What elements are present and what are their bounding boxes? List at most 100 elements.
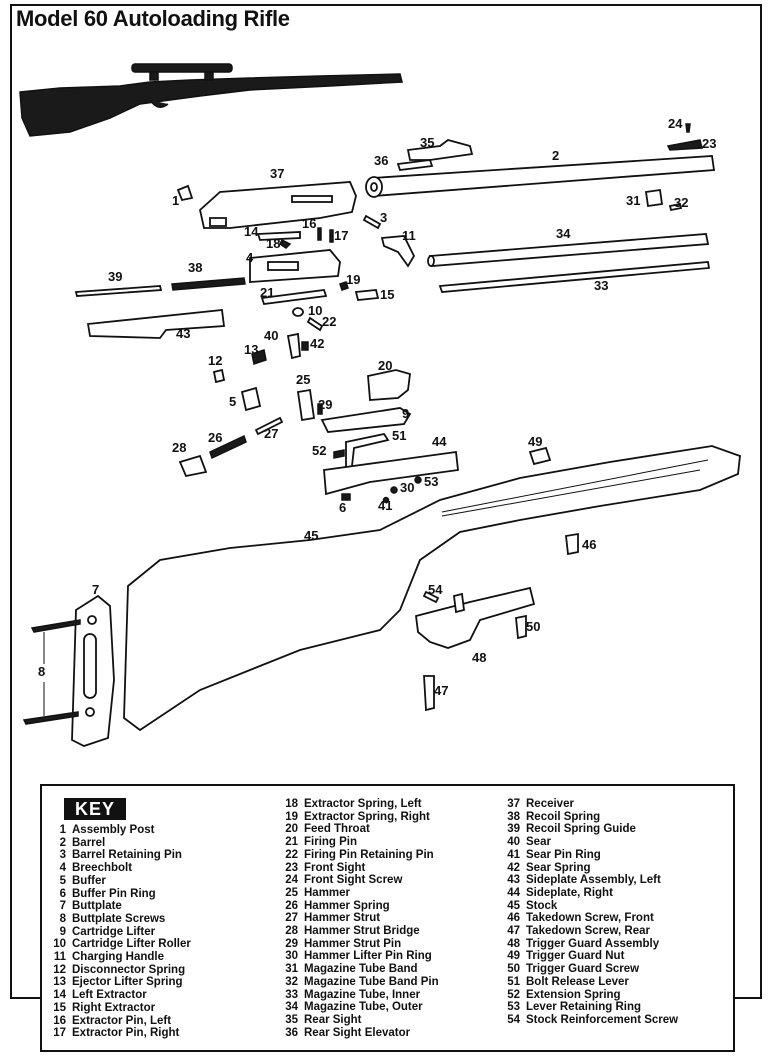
callout-35: 35 xyxy=(420,135,434,150)
part-buffer-pin-ring xyxy=(341,493,351,501)
key-item-number: 13 xyxy=(53,976,66,989)
key-item-number: 45 xyxy=(507,899,520,912)
callout-9: 9 xyxy=(402,406,409,421)
key-item-number: 49 xyxy=(507,950,520,963)
part-disconnector-spring xyxy=(212,368,226,384)
key-item-name: Buffer Pin Ring xyxy=(72,887,156,900)
callout-25: 25 xyxy=(296,372,310,387)
key-item-number: 22 xyxy=(285,848,298,861)
key-item-number: 24 xyxy=(285,874,298,887)
key-item-number: 52 xyxy=(507,988,520,1001)
key-item-number: 11 xyxy=(53,951,66,964)
callout-22: 22 xyxy=(322,314,336,329)
callout-4: 4 xyxy=(246,250,254,265)
callout-2: 2 xyxy=(552,148,559,163)
part-trigger-guard-assembly xyxy=(415,586,536,649)
key-item-number: 39 xyxy=(507,823,520,836)
callout-34: 34 xyxy=(556,226,571,241)
key-item-number: 54 xyxy=(507,1013,520,1026)
callout-29: 29 xyxy=(318,397,332,412)
part-charging-handle xyxy=(380,235,416,268)
key-item-name: Extension Spring xyxy=(526,988,621,1001)
key-item-name: Front Sight Screw xyxy=(304,874,403,887)
key-item-name: Recoil Spring Guide xyxy=(526,823,636,836)
callout-46: 46 xyxy=(582,537,596,552)
rifle-silhouette xyxy=(19,63,403,137)
part-sear-spring xyxy=(301,341,309,351)
callout-23: 23 xyxy=(702,136,716,151)
part-hammer xyxy=(296,388,316,422)
key-item-name: Takedown Screw, Rear xyxy=(526,925,650,938)
part-extractor-spring-left xyxy=(279,238,292,249)
callout-8: 8 xyxy=(38,664,45,679)
page-title: Model 60 Autoloading Rifle xyxy=(16,6,290,31)
key-item-name: Magazine Tube Band xyxy=(304,963,418,976)
part-front-sight xyxy=(666,139,703,151)
callout-13: 13 xyxy=(244,342,258,357)
key-item-name: Buttplate Screws xyxy=(72,912,166,925)
key-item-number: 51 xyxy=(507,975,520,988)
part-sear xyxy=(286,332,301,360)
part-stock xyxy=(123,445,741,732)
key-item-name: Buttplate xyxy=(72,900,122,913)
part-cartridge-lifter xyxy=(320,407,412,433)
callout-38: 38 xyxy=(188,260,202,275)
part-front-sight-screw xyxy=(685,123,691,133)
callout-16: 16 xyxy=(302,216,316,231)
key-item: 35 Rear Sight xyxy=(278,1014,439,1027)
key-item-number: 47 xyxy=(507,925,520,938)
key-item-name: Charging Handle xyxy=(72,951,165,964)
key-item-name: Hammer Spring xyxy=(304,899,390,912)
callout-27: 27 xyxy=(264,426,278,441)
key-item-number: 17 xyxy=(53,1027,66,1040)
part-hammer-strut-bridge xyxy=(178,454,208,478)
key-item-number: 46 xyxy=(507,912,520,925)
key-item-name: Trigger Guard Assembly xyxy=(526,937,660,950)
key-item-name: Rear Sight Elevator xyxy=(304,1026,411,1039)
key-item: 39 Recoil Spring Guide xyxy=(500,823,678,836)
callout-33: 33 xyxy=(594,278,608,293)
key-item-name: Receiver xyxy=(526,798,574,810)
key-item-name: Recoil Spring xyxy=(526,810,601,823)
key-item-number: 48 xyxy=(507,937,520,950)
key-item-number: 23 xyxy=(285,861,298,874)
part-lever-retaining-ring xyxy=(414,476,422,484)
callout-11: 11 xyxy=(402,228,416,243)
part-trigger-guard-screw xyxy=(515,614,527,640)
callout-3: 3 xyxy=(380,210,387,225)
part-extractor-pin-left xyxy=(317,227,322,241)
part-barrel-retaining-pin xyxy=(362,214,382,230)
part-rear-sight xyxy=(406,139,474,161)
callout-53: 53 xyxy=(424,474,438,489)
key-item-number: 35 xyxy=(285,1013,298,1026)
part-ejector-lifter-spring xyxy=(251,349,267,365)
callout-12: 12 xyxy=(208,353,222,368)
part-firing-pin-retaining-pin xyxy=(306,316,324,332)
key-item-number: 12 xyxy=(53,963,66,976)
key-item-name: Rear Sight xyxy=(304,1013,362,1026)
key-item-name: Left Extractor xyxy=(72,989,147,1002)
callout-52: 52 xyxy=(312,443,326,458)
key-item-number: 2 xyxy=(59,836,66,849)
